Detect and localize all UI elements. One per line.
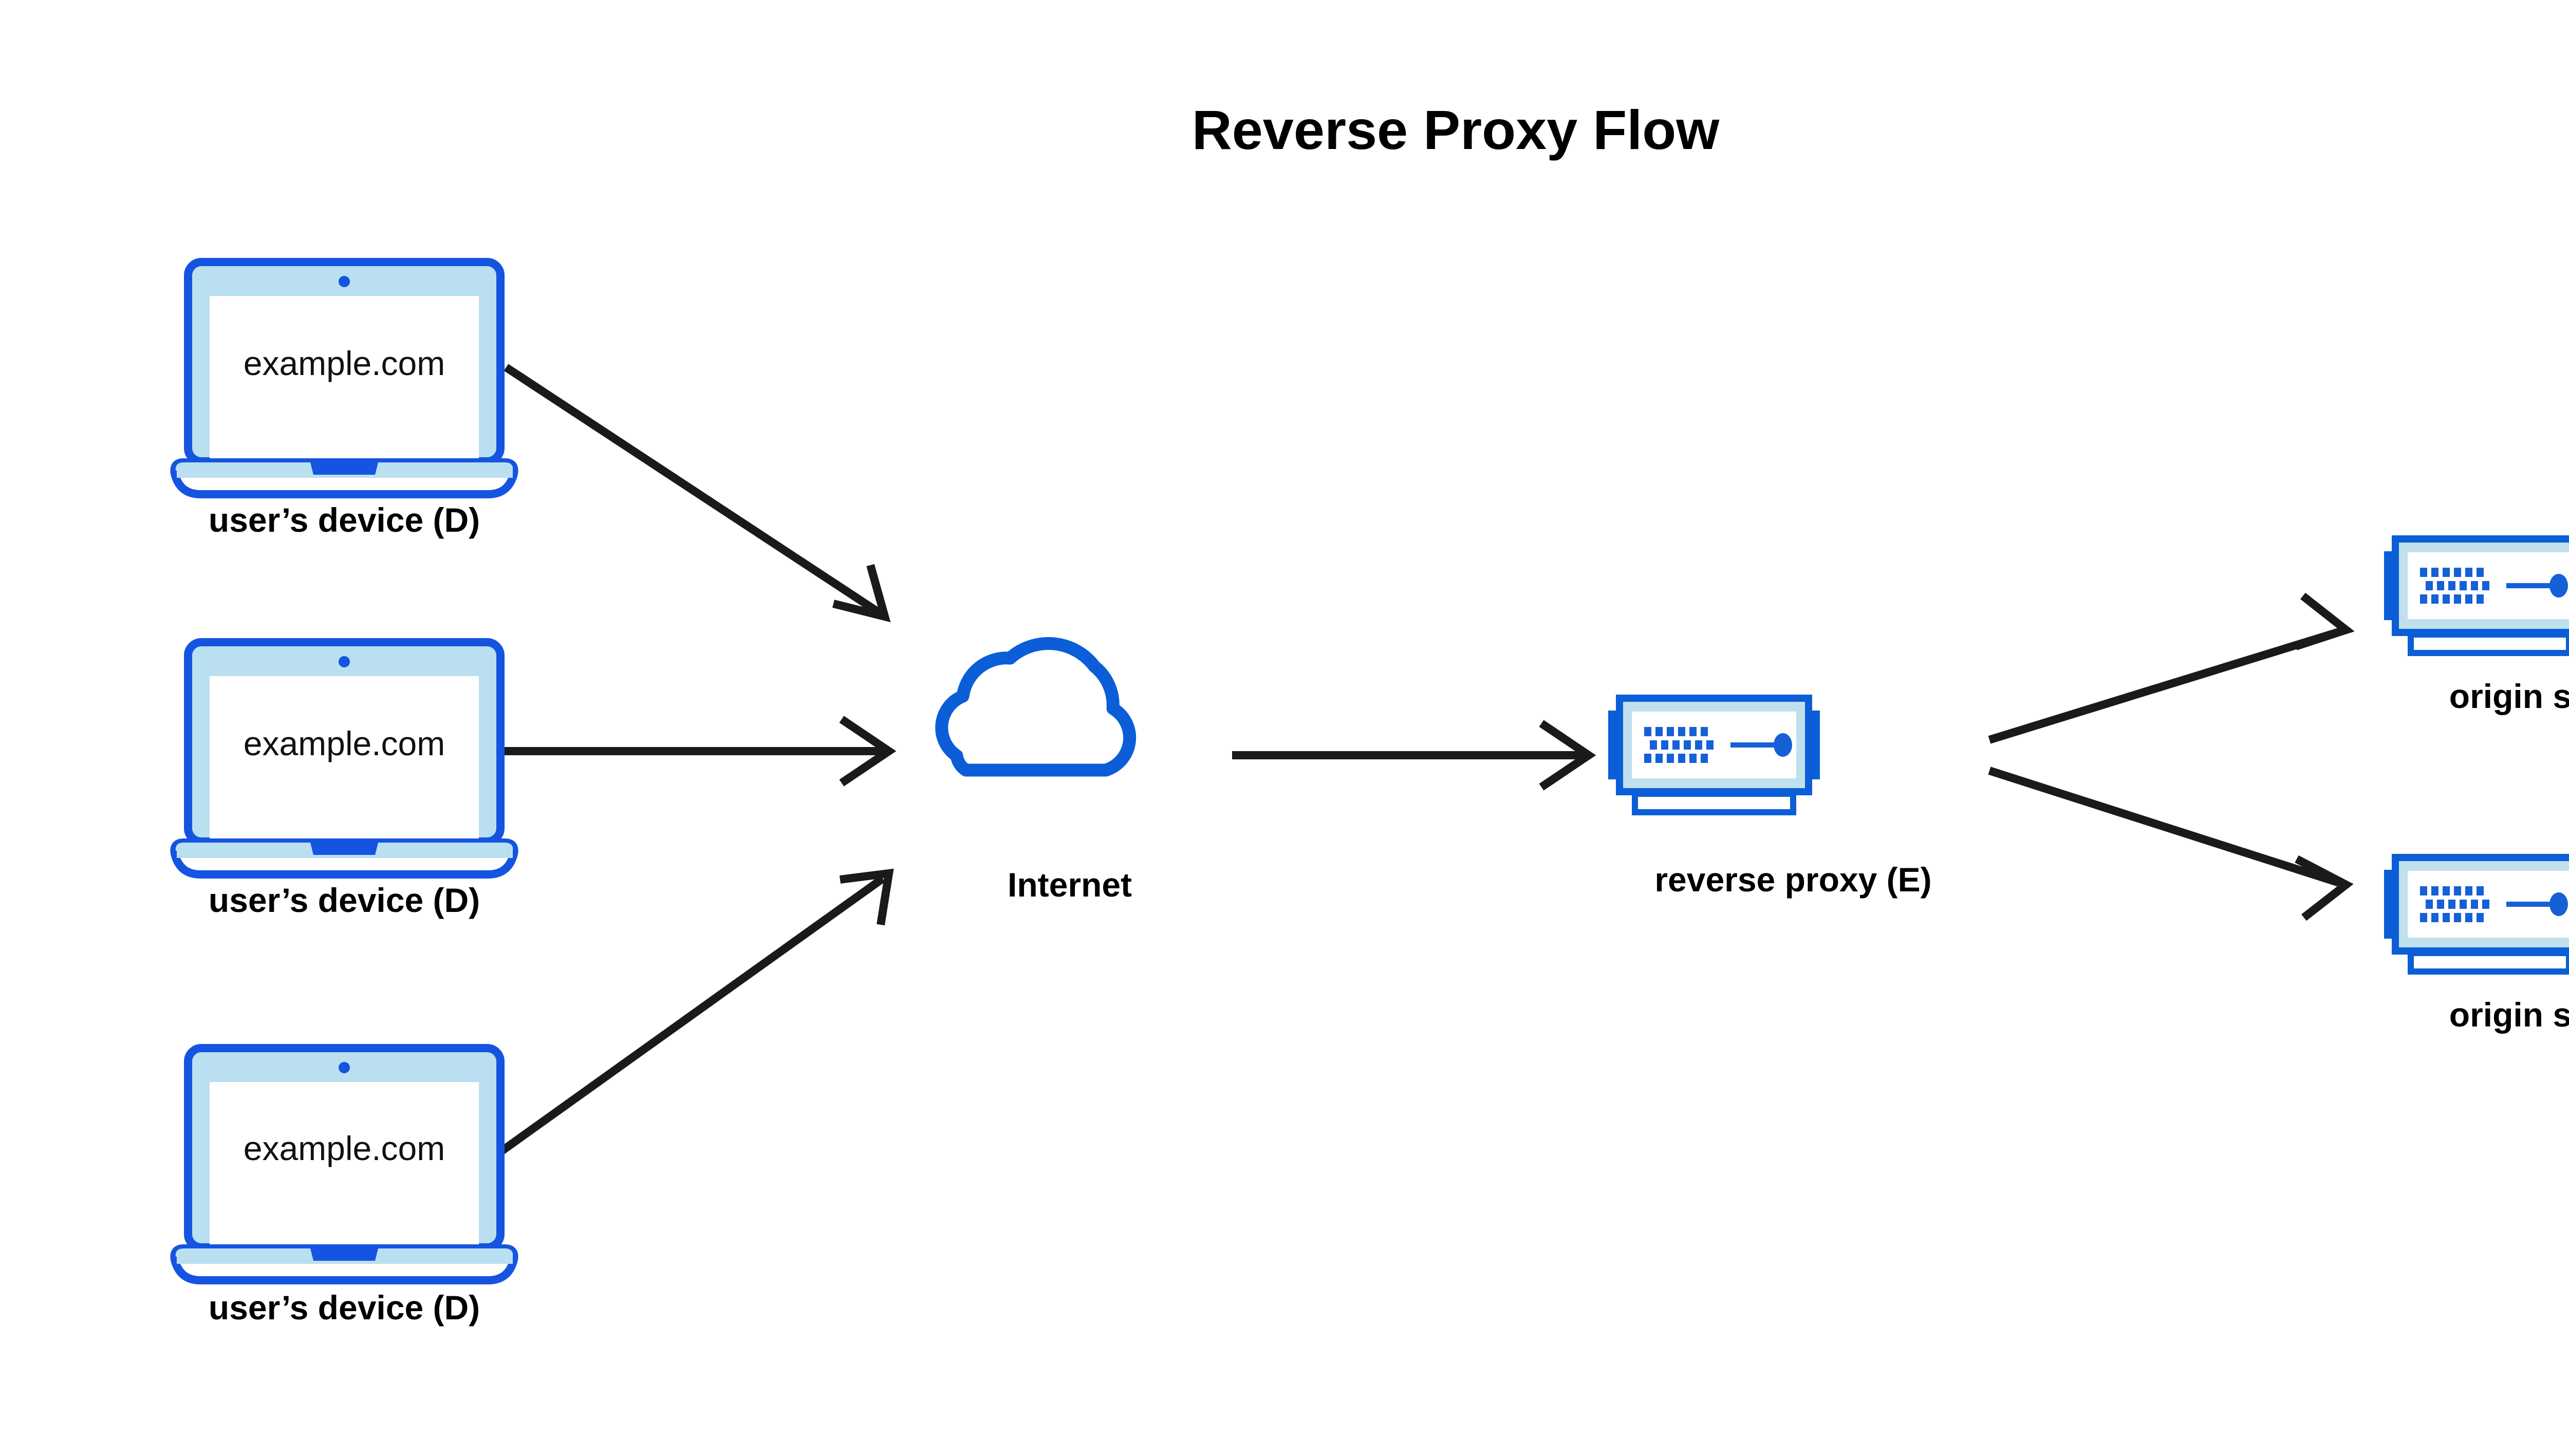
device-screen-text: example.com xyxy=(244,724,445,762)
device-label: user’s device (D) xyxy=(209,501,480,539)
node-user-device-2[interactable]: example.com user’s device (D) xyxy=(174,642,514,919)
device-label: user’s device (D) xyxy=(209,1289,480,1327)
device-screen-text: example.com xyxy=(244,1129,445,1167)
device-label: user’s device (D) xyxy=(209,881,480,919)
internet-label: Internet xyxy=(1008,866,1132,904)
arrow-right-icon xyxy=(839,716,897,787)
edge-proxy-origin1 xyxy=(1988,592,2355,744)
arrow-right-icon xyxy=(839,868,894,926)
server-icon xyxy=(2384,539,2569,653)
edge-device1-internet xyxy=(504,364,891,623)
arrow-right-icon xyxy=(832,564,891,623)
server-icon xyxy=(1608,698,1820,812)
node-reverse-proxy[interactable]: reverse proxy (E) xyxy=(1608,698,1932,899)
page-title: Reverse Proxy Flow xyxy=(1192,99,1720,161)
origin-server-label: origin server (F) xyxy=(2449,996,2569,1034)
node-internet[interactable]: Internet xyxy=(942,644,1132,904)
node-user-device-3[interactable]: example.com user’s device (D) xyxy=(174,1048,514,1327)
node-origin-server-1[interactable]: origin server (F) xyxy=(2384,539,2569,715)
edge-device3-internet xyxy=(496,868,894,1157)
arrow-right-icon xyxy=(2294,592,2355,650)
edge-internet-proxy xyxy=(1232,720,1596,791)
cloud-icon xyxy=(942,644,1130,770)
arrow-right-icon xyxy=(1539,720,1596,791)
arrow-right-icon xyxy=(2295,855,2354,921)
origin-server-label: origin server (F) xyxy=(2449,677,2569,715)
edge-device2-internet xyxy=(496,716,897,787)
server-icon xyxy=(2384,857,2569,972)
reverse-proxy-label: reverse proxy (E) xyxy=(1654,861,1931,899)
node-user-device-1[interactable]: example.com user’s device (D) xyxy=(174,262,514,539)
node-origin-server-2[interactable]: origin server (F) xyxy=(2384,857,2569,1034)
device-screen-text: example.com xyxy=(244,344,445,382)
edge-proxy-origin2 xyxy=(1988,767,2354,921)
